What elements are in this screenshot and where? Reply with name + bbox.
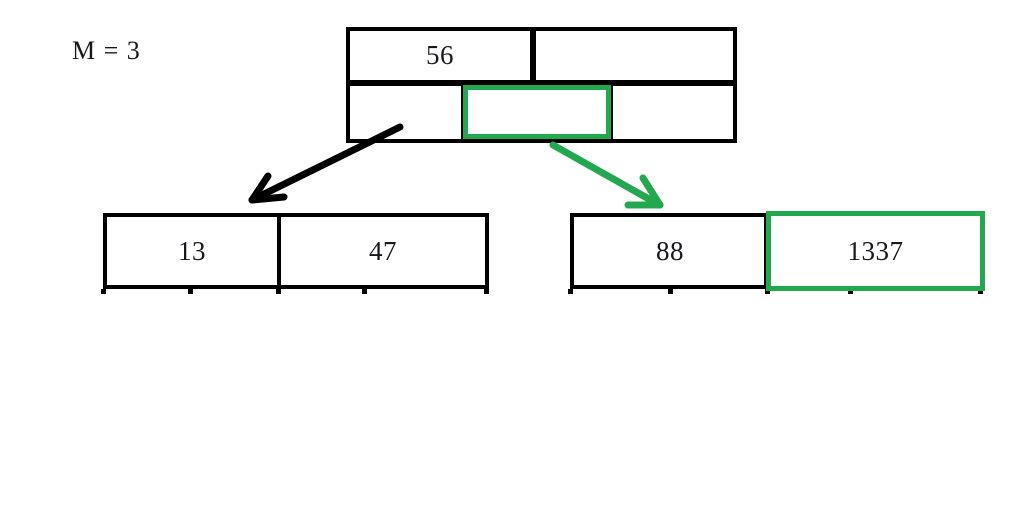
- left-leaf-tick-0: [101, 289, 106, 294]
- left-leaf-cell-0[interactable]: 13: [103, 213, 281, 289]
- right-leaf-label-1: 1337: [847, 235, 904, 266]
- right-leaf-tick-0: [568, 289, 573, 294]
- root-pointer-cell-0[interactable]: [346, 82, 465, 143]
- left-leaf-tick-2: [276, 289, 281, 294]
- left-leaf-tick-3: [362, 289, 367, 294]
- root-pointer-cell-2[interactable]: [609, 82, 737, 143]
- left-leaf-tick-4: [484, 289, 489, 294]
- arrow-root-to-right-leaf-icon: [549, 141, 664, 209]
- left-leaf-label-0: 13: [178, 235, 206, 266]
- root-pointer-cell-1[interactable]: [463, 85, 611, 139]
- right-leaf-cell-0[interactable]: 88: [570, 213, 770, 289]
- root-key-cell-0[interactable]: 56: [346, 27, 534, 84]
- root-key-label-0: 56: [426, 40, 454, 70]
- right-leaf-label-0: 88: [656, 235, 684, 266]
- m-value-label: M = 3: [72, 36, 141, 65]
- left-leaf-tick-1: [188, 289, 193, 294]
- left-leaf-cell-1[interactable]: 47: [277, 213, 489, 289]
- right-leaf-tick-2: [765, 289, 770, 294]
- right-leaf-tick-1: [668, 289, 673, 294]
- right-leaf-tick-3: [848, 289, 853, 294]
- root-key-cell-1[interactable]: [532, 27, 737, 84]
- right-leaf-tick-4: [978, 289, 983, 294]
- right-leaf-cell-1[interactable]: 1337: [766, 211, 985, 291]
- left-leaf-label-1: 47: [369, 235, 397, 266]
